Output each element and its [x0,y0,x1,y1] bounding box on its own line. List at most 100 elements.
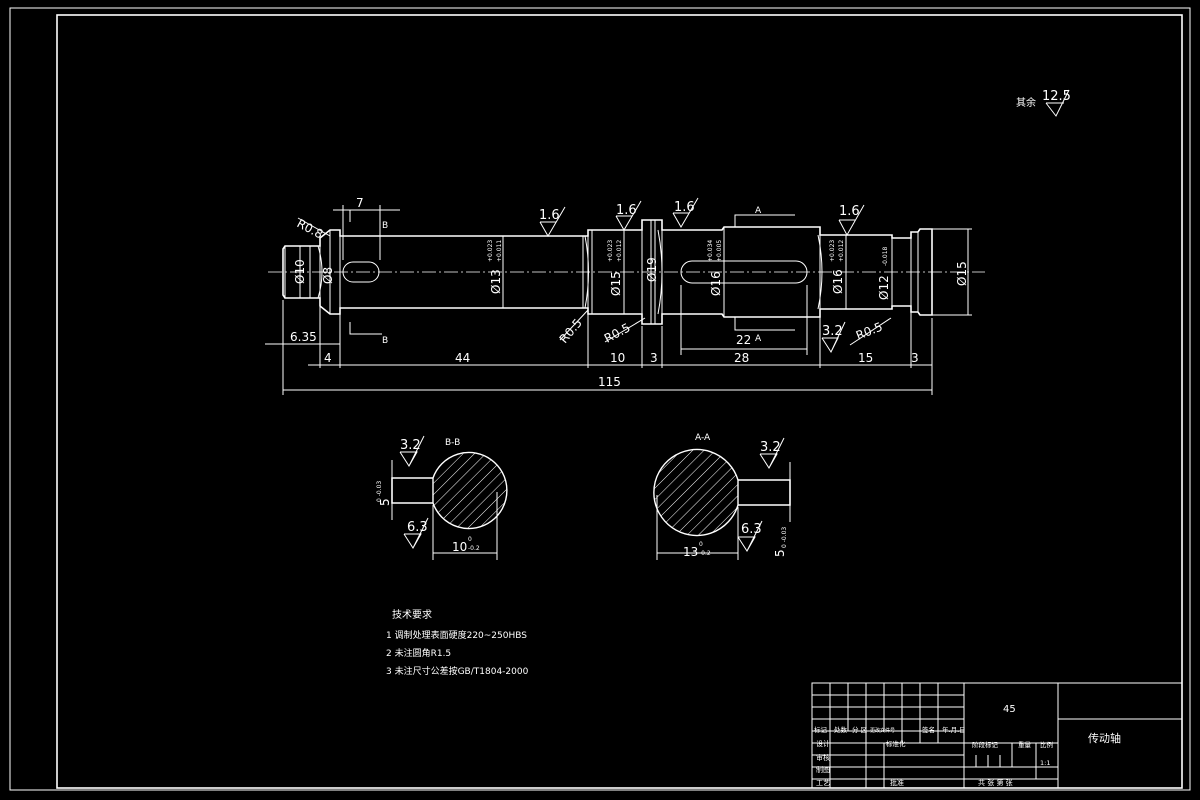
general-roughness-prefix: 其余 [1016,96,1036,109]
aa-depth-tol-up: 0 [699,541,703,548]
aa-rough-top-text: 3.2 [760,440,781,455]
dia-13-tol-lo: +0.011 [496,240,503,262]
dim-7-text: 7 [356,196,364,210]
rough-3 [672,197,699,228]
section-a-label-top: A [755,206,762,216]
fillet-1: R0.5 [557,316,585,346]
dim-22-text: 22 [736,333,751,347]
dia-13-tol-up: +0.023 [487,240,494,262]
dia-15-end: Ø15 [955,261,969,286]
sheet-text: 共 张 第 张 [978,778,1013,787]
aa-title: A-A [695,433,711,443]
section-b-label-bottom: B [382,336,388,346]
dim-4-text: 4 [324,351,332,365]
outer-frame [9,7,1191,791]
rough-4 [838,204,865,237]
role-craft: 工艺 [816,779,830,787]
role-approve: 批准 [890,778,904,787]
aa-section [653,448,739,537]
rev-h-5: 年.月.日 [942,725,966,734]
fillet-1-leader [559,309,589,341]
technical-notes: 技术要求 1 调制处理表面硬度220~250HBS 2 未注圆角R1.5 3 未… [386,608,529,677]
title-block-grid [812,683,1182,788]
ext-lines [282,285,933,395]
undercuts [317,229,823,315]
part-name: 传动轴 [1088,731,1121,745]
role-std: 标准化 [886,739,906,748]
bb-rough-top [399,435,425,467]
section-bb: B-B 3.2 6.3 5 0 -0.03 10 0 -0.2 [376,435,508,560]
dim-3a-text: 3 [650,351,658,365]
fillet-2-leader [604,317,646,343]
bb-depth-tol-up: 0 [468,536,472,543]
rev-h-0: 标记 [814,725,828,734]
dim-28-text: 28 [734,351,749,365]
general-roughness-value: 12.5 [1042,89,1071,104]
dim-15-text: 15 [858,351,873,365]
roughness-symbol [1045,89,1070,117]
role-design: 设计 [816,739,830,748]
section-b-label-top: B [382,221,388,231]
aa-rough-top [759,437,785,469]
dia-16: Ø16 [709,271,723,296]
keyway-b [342,261,380,283]
bb-title: B-B [445,438,460,448]
dia-15-tol-lo: +0.012 [616,240,623,262]
fillet-2: R0.5 [602,320,633,345]
rough-5-text: 3.2 [822,324,843,339]
rough-5 [821,321,846,354]
dia-15-end-line [932,228,972,316]
dim-44-text: 44 [455,351,470,365]
bb-depth: 10 [452,540,467,554]
dia-16b-tol-lo: +0.012 [838,240,845,262]
bb-depth-tol-lo: -0.2 [468,545,480,552]
dia-16b-tol-up: +0.023 [829,240,836,262]
weight-label: 重量 [1018,741,1032,749]
note-1: 1 调制处理表面硬度220~250HBS [386,629,527,641]
dia-12-tol: -0.018 [882,246,889,266]
dim-10-text: 10 [610,351,625,365]
scale-value: 1:1 [1040,759,1050,767]
dia-15-tol-up: +0.023 [607,240,614,262]
role-draw: 制图 [816,765,830,774]
notes-heading: 技术要求 [392,608,432,621]
shaft-main-view: B B A A R0.8 7 Ø10 Ø8 Ø13 +0.023 +0.011 … [265,196,985,395]
bb-keyway [391,477,433,504]
rough-3-text: 1.6 [674,200,695,215]
section-a-marks [734,214,795,331]
rough-2-text: 1.6 [616,203,637,218]
dia-19: Ø19 [645,257,659,282]
rough-2 [615,200,642,231]
bb-depth-dim [432,492,498,560]
dia-13: Ø13 [489,269,503,294]
aa-depth: 13 [683,545,698,559]
chamfer-left: R0.8 [295,216,326,241]
note-3: 3 未注尺寸公差按GB/T1804-2000 [386,665,529,677]
aa-rough-bottom [737,520,763,552]
note-2: 2 未注圆角R1.5 [386,647,451,659]
rough-1-text: 1.6 [539,208,560,223]
aa-width-tol: 0 -0.03 [781,527,788,548]
dia-8: Ø8 [321,267,335,284]
bb-rough-top-text: 3.2 [400,438,421,453]
dia-15: Ø15 [609,271,623,296]
title-block-frame [811,682,1183,789]
rev-h-2: 分 区 [852,725,868,734]
dia-16-tol-up: +0.034 [707,240,714,262]
bb-rough-bottom [403,517,429,549]
rev-h-1: 处数 [834,725,848,734]
stage-label: 阶段标记 [972,740,999,749]
title-block: 45 传动轴 标记 处数 分 区 更改文件号 签名 年.月.日 设计 标准化 阶… [811,682,1183,789]
bb-width-tol: 0 -0.03 [376,481,383,502]
roughness-marks: 1.6 1.6 1.6 1.6 3.2 [539,197,865,354]
bb-rough-bottom-text: 6.3 [407,520,428,535]
scale-label: 比例 [1040,740,1053,749]
aa-width: 5 [773,549,787,557]
dim-3b-text: 3 [911,351,919,365]
aa-keyway [738,479,791,506]
rev-h-4: 签名 [922,725,935,734]
diameter-labels: Ø10 Ø8 Ø13 +0.023 +0.011 Ø15 +0.023 +0.0… [293,227,972,317]
rough-4-text: 1.6 [839,204,860,219]
general-roughness: 其余 12.5 [1016,89,1071,117]
